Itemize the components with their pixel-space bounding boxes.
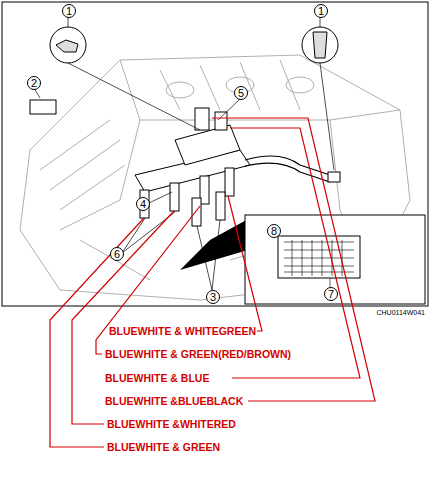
callout-number: 3 (206, 290, 220, 304)
wire-color-label: BLUEWHITE & WHITEGREEN (108, 325, 257, 338)
wire-color-label: BLUEWHITE & GREEN (106, 441, 221, 454)
callout-number: 6 (110, 247, 124, 261)
callout-number: 4 (136, 197, 150, 211)
wire-color-label: BLUEWHITE &WHITERED (106, 418, 237, 431)
callout-number: 8 (267, 224, 281, 238)
wire-color-label: BLUEWHITE &BLUEBLACK (104, 395, 244, 408)
callout-number: 2 (27, 76, 41, 90)
callout-number: 5 (234, 86, 248, 100)
callout-number: 1 (62, 4, 76, 18)
wire-color-label: BLUEWHITE & BLUE (104, 372, 210, 385)
callout-number: 7 (324, 287, 338, 301)
wire-color-label: BLUEWHITE & GREEN(RED/BROWN) (104, 348, 292, 361)
callout-number: 1 (314, 4, 328, 18)
figure-code: CHU0114W041 (375, 309, 426, 316)
